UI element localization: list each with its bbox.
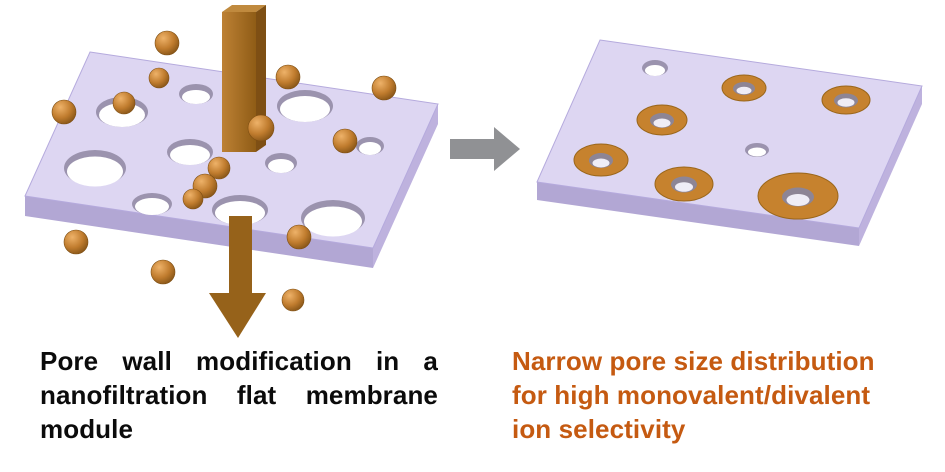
- pores-right-plain: [642, 60, 769, 157]
- modified-pore: [654, 166, 714, 202]
- modified-pore: [721, 74, 767, 102]
- pore: [179, 84, 213, 104]
- pore: [167, 139, 213, 165]
- pore: [265, 153, 297, 173]
- transition-arrow-head: [494, 127, 520, 171]
- pore: [642, 60, 668, 76]
- caption-line: Narrow pore size distribution: [512, 346, 875, 376]
- solute-sphere: [371, 75, 397, 101]
- caption-line: nanofiltration flat membrane: [40, 380, 438, 410]
- down-flow-arrow-bottom: [209, 216, 266, 338]
- membrane-left-front-face: [25, 196, 373, 268]
- membrane-right: [536, 39, 923, 246]
- solute-sphere: [154, 30, 180, 56]
- membrane-right-front-face: [537, 182, 859, 246]
- solute-sphere: [332, 128, 358, 154]
- solute-sphere: [275, 64, 301, 90]
- membrane-left-side-face: [373, 104, 438, 268]
- pores-right-modified: [573, 74, 871, 220]
- modified-pore: [573, 143, 629, 177]
- pore: [132, 193, 172, 215]
- solute-sphere: [281, 288, 305, 312]
- transition-arrow-icon: [450, 127, 520, 171]
- pore: [356, 137, 384, 155]
- left-caption: Pore wall modification in a nanofiltrati…: [40, 344, 438, 446]
- pore: [277, 90, 333, 122]
- solute-sphere: [112, 91, 136, 115]
- down-arrow-bar-top-face: [222, 5, 266, 12]
- solute-sphere: [51, 99, 77, 125]
- transition-arrow-shaft: [450, 139, 494, 159]
- modified-pore: [821, 85, 871, 115]
- modified-pore: [636, 104, 688, 136]
- pore: [64, 150, 126, 187]
- solute-sphere: [286, 224, 312, 250]
- solute-spheres: [51, 30, 397, 312]
- modified-pore: [757, 172, 839, 220]
- down-arrow-head-icon: [209, 293, 266, 338]
- right-caption: Narrow pore size distribution for high m…: [512, 344, 936, 446]
- pore: [301, 200, 365, 237]
- pore: [212, 195, 268, 225]
- pore: [745, 143, 769, 157]
- solute-sphere: [63, 229, 89, 255]
- down-arrow-shaft: [229, 216, 252, 296]
- caption-line: Pore wall modification in a: [40, 346, 438, 376]
- caption-line: ion selectivity: [512, 414, 686, 444]
- solute-sphere: [182, 188, 204, 210]
- membrane-right-side-face: [859, 86, 922, 246]
- solute-sphere: [150, 259, 176, 285]
- solute-sphere: [148, 67, 170, 89]
- solute-sphere: [247, 114, 275, 142]
- caption-line: module: [40, 414, 134, 444]
- pores-left: [64, 84, 384, 237]
- solute-sphere: [207, 156, 231, 180]
- caption-line: for high monovalent/divalent: [512, 380, 871, 410]
